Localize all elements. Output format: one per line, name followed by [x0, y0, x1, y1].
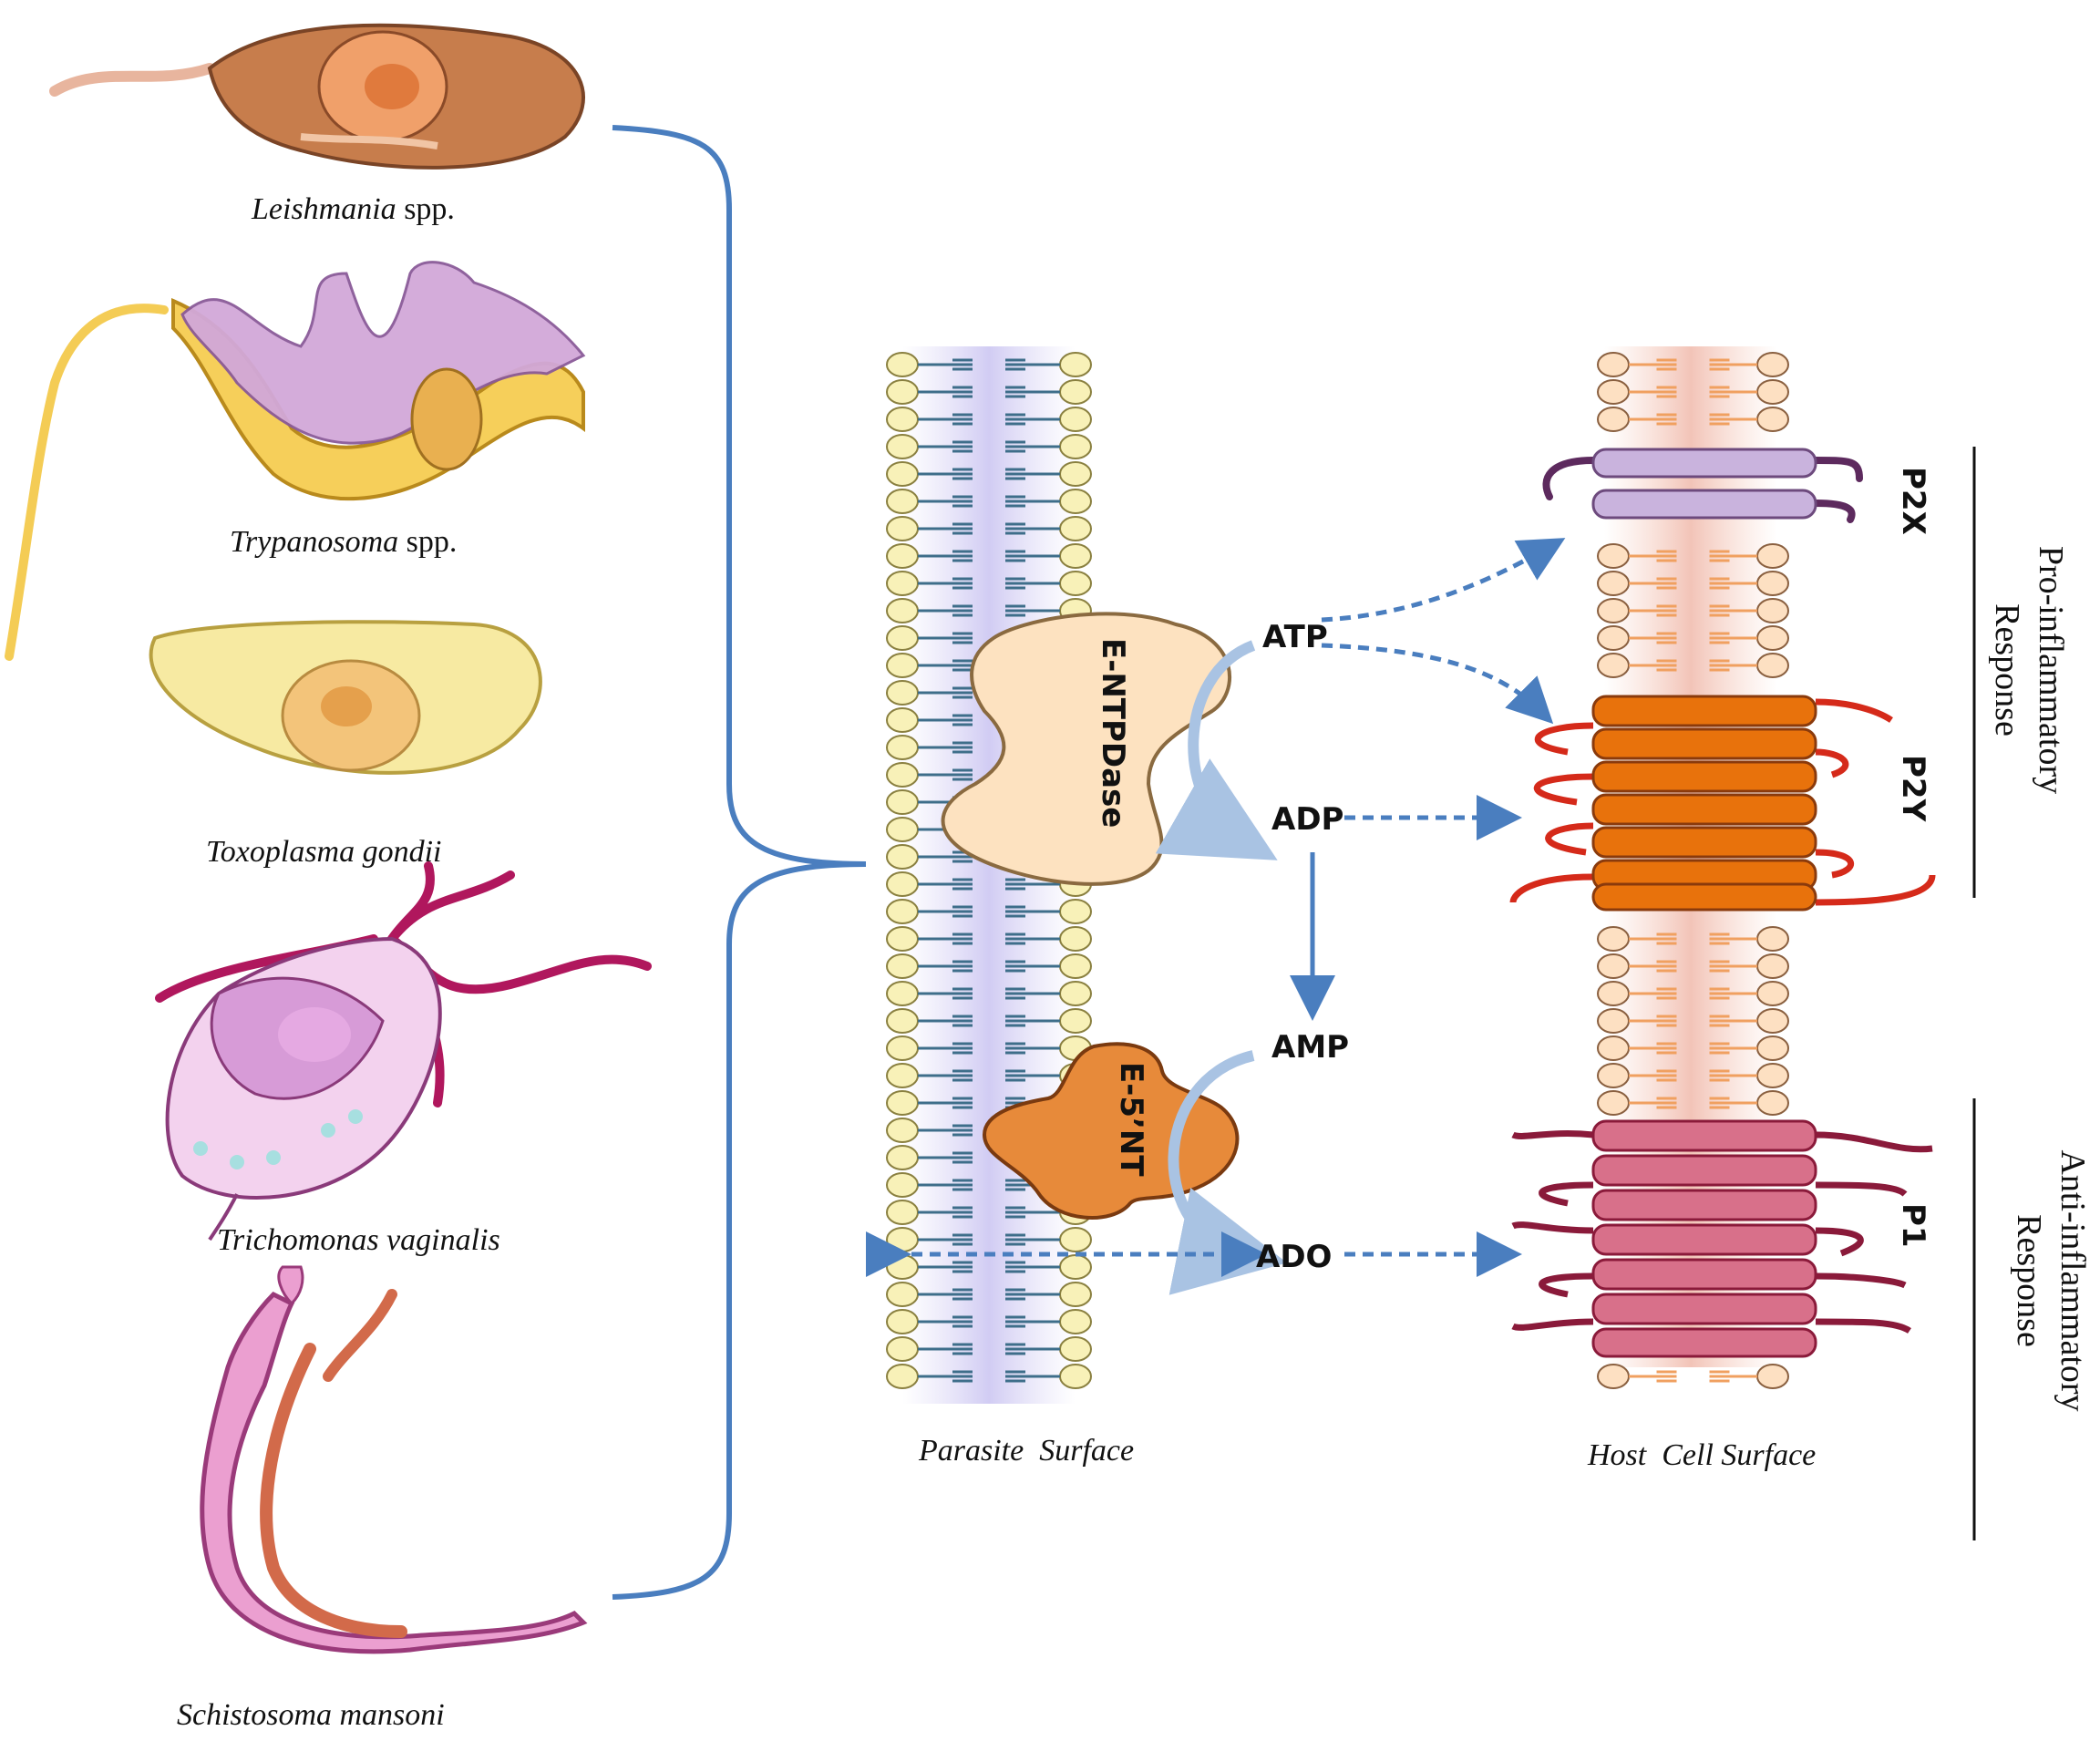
lipid-row: [1597, 407, 1789, 432]
leishmania-illustration: [49, 23, 585, 170]
toxoplasma-label: Toxoplasma gondii: [206, 835, 442, 869]
p2y-receptor: [1509, 695, 1936, 912]
lipid-row: [886, 1336, 1092, 1362]
p2y-label: P2Y: [1895, 755, 1931, 822]
toxoplasma-illustration: [149, 620, 542, 775]
pro-inflammatory-label: Pro-inflammatory: [2032, 546, 2070, 794]
adp-label: ADP: [1271, 801, 1343, 838]
lipid-row: [1597, 926, 1789, 952]
p2x-receptor: [1542, 448, 1863, 523]
lipid-row: [886, 899, 1092, 924]
ado-label: ADO: [1256, 1239, 1332, 1275]
entpdase-enzyme: E-NTPDase: [941, 612, 1232, 886]
lipid-row: [886, 1309, 1092, 1334]
lipid-row: [1597, 598, 1789, 623]
host-membrane: [1597, 352, 1789, 1389]
lipid-row: [1597, 981, 1789, 1006]
lipid-row: [886, 543, 1092, 569]
atp-to-p2y-arrow: [1321, 643, 1554, 725]
lipid-row: [886, 352, 1092, 377]
host-surface-label: Host Cell Surface: [1587, 1438, 1816, 1472]
lipid-row: [886, 926, 1092, 952]
lipid-row: [886, 516, 1092, 541]
trichomonas-label: Trichomonas vaginalis: [217, 1223, 500, 1257]
lipid-row: [886, 1282, 1092, 1307]
lipid-row: [886, 1008, 1092, 1034]
lipid-row: [1597, 625, 1789, 651]
trichomonas-illustration: [155, 861, 652, 1241]
leishmania-label: Leishmania spp.: [251, 192, 455, 226]
schistosoma-label: Schistosoma mansoni: [177, 1698, 445, 1732]
lipid-row: [886, 489, 1092, 514]
p1-receptor: [1511, 1119, 1933, 1358]
lipid-row: [886, 571, 1092, 596]
schistosoma-illustration: [200, 1265, 588, 1654]
lipid-row: [1597, 653, 1789, 678]
lipid-row: [1597, 571, 1789, 596]
atp-to-adp-arrow: [1155, 640, 1278, 860]
parasite-surface-label: Parasite Surface: [918, 1434, 1134, 1468]
atp-label: ATP: [1262, 619, 1328, 655]
entpdase-label: E-NTPDase: [1095, 638, 1131, 828]
lipid-row: [886, 461, 1092, 487]
lipid-row: [1597, 352, 1789, 377]
p2x-label: P2X: [1895, 467, 1931, 535]
atp-to-p2x-arrow: [1321, 538, 1566, 623]
lipid-row: [1597, 1063, 1789, 1088]
lipid-row: [1597, 1364, 1789, 1389]
e5nt-label: E-5’NT: [1113, 1062, 1149, 1177]
lipid-row: [886, 1364, 1092, 1389]
lipid-row: [1597, 1090, 1789, 1116]
trypanosoma-illustration: [5, 261, 586, 661]
anti-inflammatory-label: Anti-inflammatory: [2054, 1149, 2092, 1411]
amp-label: AMP: [1271, 1029, 1349, 1066]
pro-inflammatory-response-label: Response: [1988, 603, 2026, 737]
anti-inflammatory-response-label: Response: [2010, 1214, 2048, 1347]
lipid-row: [886, 434, 1092, 459]
p1-label: P1: [1895, 1203, 1931, 1248]
lipid-row: [886, 407, 1092, 432]
lipid-row: [1597, 543, 1789, 569]
lipid-row: [886, 953, 1092, 979]
trypanosoma-label: Trypanosoma spp.: [230, 525, 457, 559]
lipid-row: [1597, 953, 1789, 979]
lipid-row: [1597, 1035, 1789, 1061]
lipid-row: [1597, 379, 1789, 405]
lipid-row: [886, 981, 1092, 1006]
lipid-row: [1597, 1008, 1789, 1034]
organism-brace: [612, 125, 867, 1600]
lipid-row: [886, 379, 1092, 405]
